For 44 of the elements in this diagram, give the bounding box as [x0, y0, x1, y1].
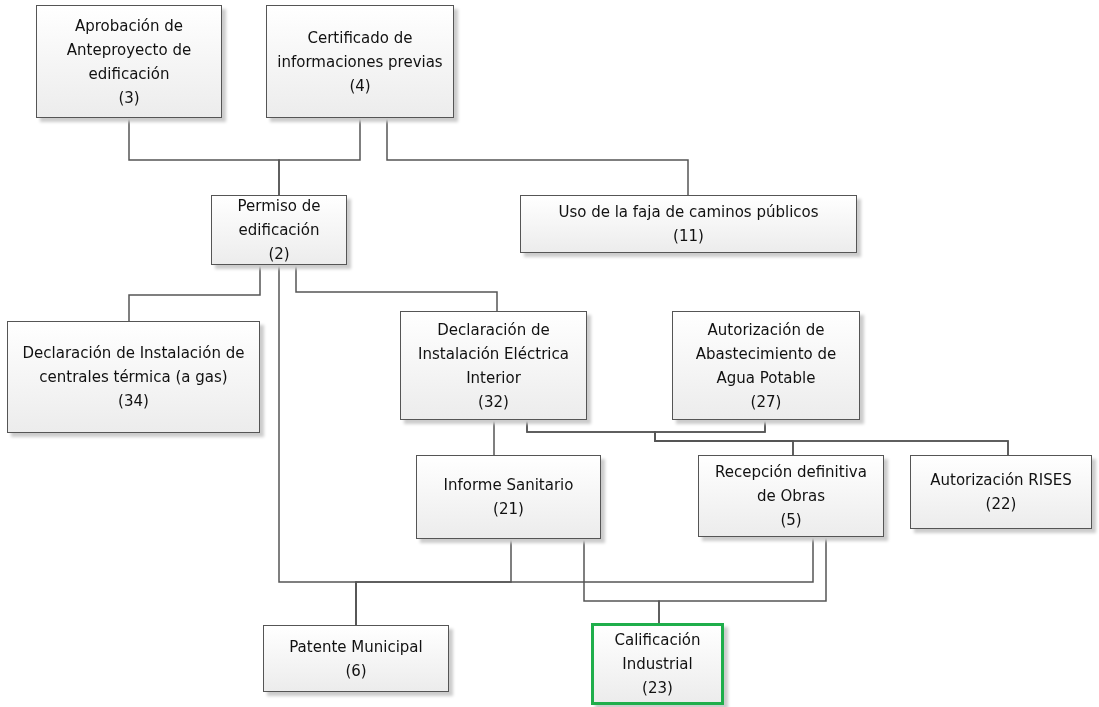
box-label: Permiso de edificación [236, 196, 322, 241]
box-label: Informe Sanitario [443, 475, 574, 496]
box-label: (32) [478, 391, 509, 413]
box-label: (2) [268, 244, 290, 265]
process-box [910, 455, 1092, 529]
box-label: Declaración de Instalación de centrales térmica (a gas) [21, 343, 246, 388]
box-label: (5) [780, 510, 802, 531]
box-label: (11) [673, 226, 704, 247]
process-box [36, 5, 222, 118]
connector-line [493, 419, 495, 456]
connector-line [658, 536, 827, 624]
box-label: Declaración de Instalación Eléctrica Interior [417, 319, 570, 389]
connector-line [278, 117, 361, 196]
process-box [698, 455, 884, 537]
box-label: Calificación Industrial [613, 630, 702, 675]
connector-line [355, 536, 814, 626]
highlighted-process-box [591, 623, 724, 705]
connector-line [386, 117, 689, 196]
box-label: (6) [345, 660, 367, 682]
process-box [266, 5, 454, 118]
box-label: Recepción definitiva de Obras [714, 462, 868, 507]
box-label: (3) [118, 87, 140, 109]
box-label: (34) [118, 391, 149, 412]
box-label: Autorización RISES [930, 470, 1072, 491]
box-label: Patente Municipal [289, 636, 423, 658]
box-label: (22) [985, 494, 1017, 515]
connector-line [128, 264, 261, 322]
box-label: Uso de la faja de caminos públicos [558, 202, 819, 223]
connector-line [295, 264, 498, 312]
box-label: (27) [750, 391, 782, 413]
process-box [263, 625, 449, 692]
box-label: (4) [349, 75, 371, 97]
process-box [416, 455, 601, 539]
box-label: (23) [642, 678, 673, 699]
box-label: Autorización de Abastecimiento de Agua Potable [694, 319, 838, 389]
box-label: Certificado de informaciones previas [276, 27, 444, 73]
box-label: Aprobación de Anteproyecto de edificación [65, 15, 193, 85]
box-label: (21) [493, 499, 524, 520]
process-box [400, 311, 587, 420]
process-box [211, 195, 347, 265]
process-box [672, 311, 860, 420]
process-box [7, 321, 260, 433]
process-box [520, 195, 857, 253]
connector-line [654, 419, 1009, 456]
